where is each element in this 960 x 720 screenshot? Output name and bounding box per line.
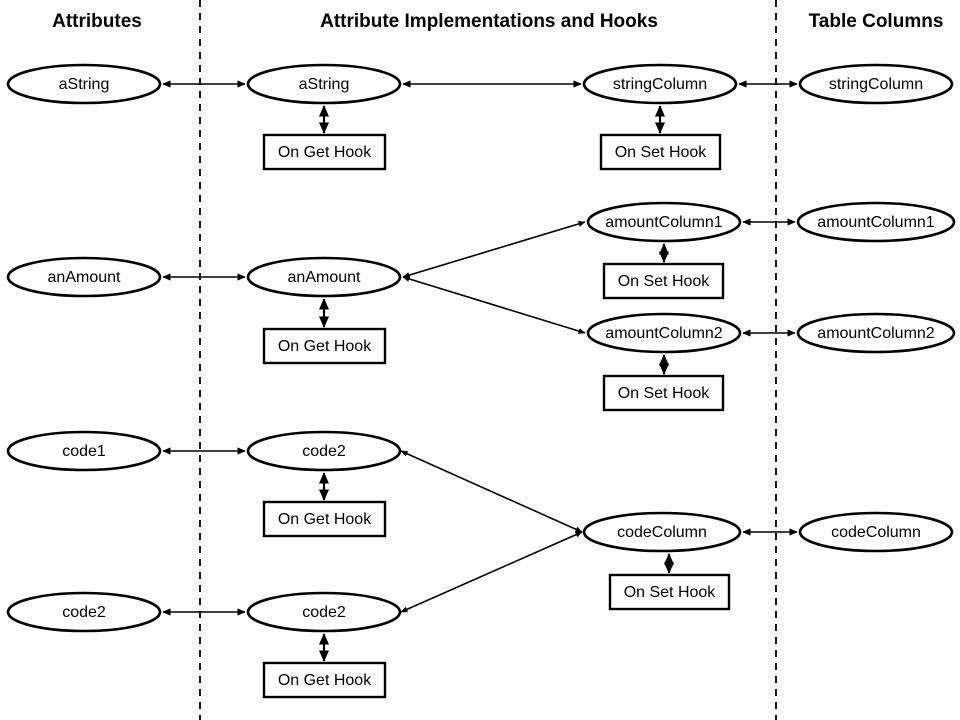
node-impl-code2-b[interactable]: code2 [246,591,402,633]
header-table-columns: Table Columns [809,11,944,32]
node-ellipse [246,256,402,298]
node-impl-stringcolumn[interactable]: stringColumn [582,63,738,105]
hook-label: On Get Hook [278,338,372,355]
node-impl-anamount[interactable]: anAmount [246,256,402,298]
hook-rect [262,133,387,171]
node-ellipse [582,511,742,553]
node-ellipse [6,63,162,105]
hook-rect [608,573,731,611]
hook-label: On Set Hook [615,144,708,161]
node-attr-code1[interactable]: code1 [6,430,162,472]
hook-rect [599,133,722,171]
node-attr-code2[interactable]: code2 [6,591,162,633]
node-label: code2 [302,604,346,621]
hook-label: On Get Hook [278,511,372,528]
node-label: amountColumn1 [817,214,935,231]
node-label: aString [59,76,110,93]
node-label: amountColumn2 [605,325,723,342]
node-label: amountColumn2 [817,325,935,342]
node-ellipse [246,591,402,633]
node-col-amountcolumn2[interactable]: amountColumn2 [796,312,956,354]
node-col-codecolumn[interactable]: codeColumn [798,511,954,553]
node-impl-codecolumn[interactable]: codeColumn [582,511,742,553]
node-attr-astring[interactable]: aString [6,63,162,105]
node-ellipse [798,63,954,105]
hook-rect [262,500,387,538]
node-label: codeColumn [831,524,921,541]
hook-label: On Get Hook [278,144,372,161]
node-ellipse [796,312,956,354]
node-label: code1 [62,443,106,460]
node-impl-amountcolumn1[interactable]: amountColumn1 [586,201,742,243]
node-ellipse [586,201,742,243]
node-impl-astring[interactable]: aString [246,63,402,105]
node-ellipse [586,312,742,354]
hook-label: On Set Hook [618,273,711,290]
node-ellipse [246,63,402,105]
node-ellipse [246,430,402,472]
node-col-amountcolumn1[interactable]: amountColumn1 [796,201,956,243]
header-implementations: Attribute Implementations and Hooks [320,11,658,32]
hook-anamount-get[interactable]: On Get Hook [262,327,387,365]
hook-label: On Get Hook [278,672,372,689]
hook-code2a-get[interactable]: On Get Hook [262,500,387,538]
implementation-left-nodes: aString anAmount code2 code2 [246,63,402,633]
hook-rect [602,374,725,412]
hook-code2b-get[interactable]: On Get Hook [262,661,387,699]
hook-astring-get[interactable]: On Get Hook [262,133,387,171]
column-headers: Attributes Attribute Implementations and… [52,11,943,32]
node-label: anAmount [288,269,361,286]
header-attributes: Attributes [52,11,142,32]
node-impl-code2-a[interactable]: code2 [246,430,402,472]
hook-amountcolumn2-set[interactable]: On Set Hook [602,374,725,412]
node-ellipse [582,63,738,105]
node-label: amountColumn1 [605,214,723,231]
edge-impl-anamount--impl-amountcolumn1 [402,221,586,278]
hook-rect [262,661,387,699]
node-ellipse [796,201,956,243]
node-label: stringColumn [829,76,923,93]
hook-rect [262,327,387,365]
hook-label: On Set Hook [624,584,717,601]
node-label: code2 [302,443,346,460]
swimlane-dividers [199,0,777,720]
edge-impl-code2-b--impl-codecolumn [400,531,583,613]
edge-impl-code2-a--impl-codecolumn [400,450,583,533]
hook-boxes: On Get Hook On Get Hook On Get Hook On G… [262,133,731,699]
node-label: codeColumn [617,524,707,541]
node-attr-anamount[interactable]: anAmount [6,256,162,298]
node-label: code2 [62,604,106,621]
attributes-column-nodes: aString anAmount code1 code2 [6,63,162,633]
edges [162,80,798,662]
node-label: stringColumn [613,76,707,93]
hook-codecolumn-set[interactable]: On Set Hook [608,573,731,611]
table-columns-nodes: stringColumn amountColumn1 amountColumn2… [796,63,956,553]
node-ellipse [798,511,954,553]
edge-impl-anamount--impl-amountcolumn2 [402,276,586,334]
implementation-right-nodes: stringColumn amountColumn1 amountColumn2… [582,63,742,553]
node-impl-amountcolumn2[interactable]: amountColumn2 [586,312,742,354]
node-ellipse [6,430,162,472]
node-label: aString [299,76,350,93]
node-ellipse [6,591,162,633]
node-label: anAmount [48,269,121,286]
hook-amountcolumn1-set[interactable]: On Set Hook [602,262,725,300]
hook-label: On Set Hook [618,385,711,402]
hook-stringcolumn-set[interactable]: On Set Hook [599,133,722,171]
node-col-stringcolumn[interactable]: stringColumn [798,63,954,105]
hook-rect [602,262,725,300]
node-ellipse [6,256,162,298]
